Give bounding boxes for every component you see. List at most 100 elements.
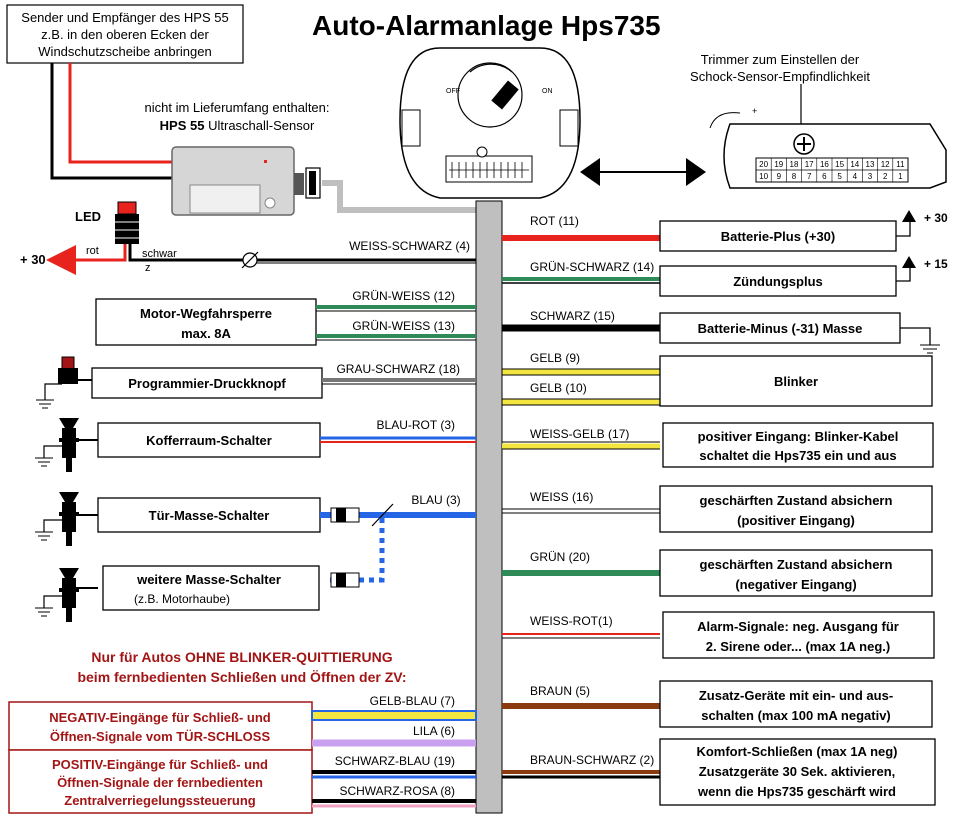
sensor-wire-black xyxy=(50,63,175,180)
box-text: Zentralverriegelungssteuerung xyxy=(64,793,255,808)
harness-bar xyxy=(475,200,503,814)
box-text: Öffnen-Signale der fernbedienten xyxy=(57,775,263,790)
diode-icon xyxy=(330,507,360,523)
hps55-note: nicht im Lieferumfang enthalten: xyxy=(145,100,330,115)
wire-gelb-blau xyxy=(311,710,477,721)
terminal-label: + 30 xyxy=(924,211,948,225)
wire-label: SCHWARZ-BLAU (19) xyxy=(335,754,455,768)
led-wire-label: z xyxy=(145,262,151,274)
box-zusatz xyxy=(659,680,933,728)
led-terminal: + 30 xyxy=(20,252,46,267)
switch-icon xyxy=(35,418,98,472)
wire-gelb-10 xyxy=(501,398,661,406)
wire-label: ROT (11) xyxy=(530,214,579,228)
wire-weiss-schwarz xyxy=(128,244,476,262)
svg-text:+: + xyxy=(752,106,757,116)
box-schaerf-neg xyxy=(659,549,933,597)
wire-label: BLAU (3) xyxy=(411,493,460,507)
box-text: weitere Masse-Schalter xyxy=(136,572,281,587)
double-arrow-icon xyxy=(580,158,706,186)
box-komfort xyxy=(659,738,936,806)
pin-number: 4 xyxy=(853,172,858,181)
led-wire-label: rot xyxy=(86,245,99,257)
box-text: Batterie-Minus (-31) Masse xyxy=(698,321,863,336)
note-box xyxy=(6,4,244,64)
led-icon xyxy=(115,201,139,244)
wire-label: LILA (6) xyxy=(413,724,455,738)
box-prog xyxy=(91,367,323,399)
box-weitere xyxy=(102,565,320,611)
box-blinker xyxy=(659,355,933,407)
alarm-unit-icon xyxy=(399,47,581,199)
trimmer-note: Trimmer zum Einstellen der xyxy=(701,52,860,67)
box-motor xyxy=(95,298,317,346)
wire-label: GRÜN-WEISS (13) xyxy=(352,319,455,333)
box-text: (positiver Eingang) xyxy=(737,513,855,528)
pin-number: 19 xyxy=(774,160,783,169)
note-red: beim fernbedienten Schließen und Öffnen … xyxy=(77,669,406,685)
box-alarm xyxy=(662,611,935,659)
pin-number: 10 xyxy=(759,172,768,181)
pin-number: 13 xyxy=(866,160,875,169)
box-text: geschärften Zustand absichern xyxy=(700,493,893,508)
box-text: geschärften Zustand absichern xyxy=(700,557,893,572)
note-line: Windschutzscheibe anbringen xyxy=(38,44,211,59)
box-text: Öffnen-Signale vom TÜR-SCHLOSS xyxy=(50,729,271,744)
wire-label: WEISS-GELB (17) xyxy=(530,427,629,441)
box-text: max. 8A xyxy=(181,326,231,341)
wire-label: GRAU-SCHWARZ (18) xyxy=(336,362,460,376)
pin-number: 9 xyxy=(777,172,782,181)
box-text: schaltet die Hps735 ein und aus xyxy=(699,448,896,463)
box-text: schalten (max 100 mA negativ) xyxy=(701,708,891,723)
pin-number: 5 xyxy=(837,172,842,181)
wire-label: GRÜN-SCHWARZ (14) xyxy=(530,260,654,274)
pin-number: 18 xyxy=(790,160,799,169)
ultrasonic-sensor-icon xyxy=(171,146,321,216)
cut-mark xyxy=(371,503,394,527)
push-button-icon xyxy=(36,356,78,409)
box-batt-minus xyxy=(659,312,901,344)
pin-number: 2 xyxy=(883,172,888,181)
box-text: Programmier-Druckknopf xyxy=(128,376,286,391)
pin-number: 12 xyxy=(881,160,890,169)
box-pos-eingang xyxy=(662,422,934,468)
pin-number: 3 xyxy=(868,172,873,181)
note-line: Sender und Empfänger des HPS 55 xyxy=(21,10,228,25)
pin-number: 15 xyxy=(835,160,844,169)
pin-number: 8 xyxy=(792,172,797,181)
wire-label: WEISS (16) xyxy=(530,490,593,504)
diode-icon xyxy=(241,251,259,269)
box-zuendung xyxy=(659,265,897,297)
wire-label: SCHWARZ (15) xyxy=(530,309,615,323)
box-text: Tür-Masse-Schalter xyxy=(149,508,270,523)
pin-number: 6 xyxy=(822,172,827,181)
page-title: Auto-Alarmanlage Hps735 xyxy=(312,10,661,41)
wire-gelb-9 xyxy=(501,368,661,376)
pin-number: 16 xyxy=(820,160,829,169)
hps55-label: HPS 55 Ultraschall-Sensor xyxy=(160,118,315,133)
pin-number: 17 xyxy=(805,160,814,169)
pin-number: 7 xyxy=(807,172,812,181)
box-text: Alarm-Signale: neg. Ausgang für xyxy=(697,619,899,634)
box-text: Zusatz-Geräte mit ein- und aus- xyxy=(699,688,893,703)
wire-label: BRAUN-SCHWARZ (2) xyxy=(530,753,654,767)
box-koffer xyxy=(97,422,321,458)
box-text: Komfort-Schließen (max 1A neg) xyxy=(696,744,897,759)
wire-label: WEISS-SCHWARZ (4) xyxy=(349,239,470,253)
note-red: Nur für Autos OHNE BLINKER-QUITTIERUNG xyxy=(91,649,392,665)
wire-label: GELB-BLAU (7) xyxy=(370,694,455,708)
wire-label: GRÜN (20) xyxy=(530,550,590,564)
box-negativ xyxy=(8,701,313,751)
pin-number: 1 xyxy=(898,172,903,181)
box-text: Kofferraum-Schalter xyxy=(146,433,272,448)
led-wire-label: schwar xyxy=(142,248,177,260)
box-text: Motor-Wegfahrsperre xyxy=(140,306,272,321)
wire-label: SCHWARZ-ROSA (8) xyxy=(339,784,455,798)
switch-icon xyxy=(35,492,98,546)
box-text: positiver Eingang: Blinker-Kabel xyxy=(698,429,899,444)
wire-label: BRAUN (5) xyxy=(530,684,590,698)
wire-label: GELB (9) xyxy=(530,351,580,365)
box-text: 2. Sirene oder... (max 1A neg.) xyxy=(706,639,890,654)
